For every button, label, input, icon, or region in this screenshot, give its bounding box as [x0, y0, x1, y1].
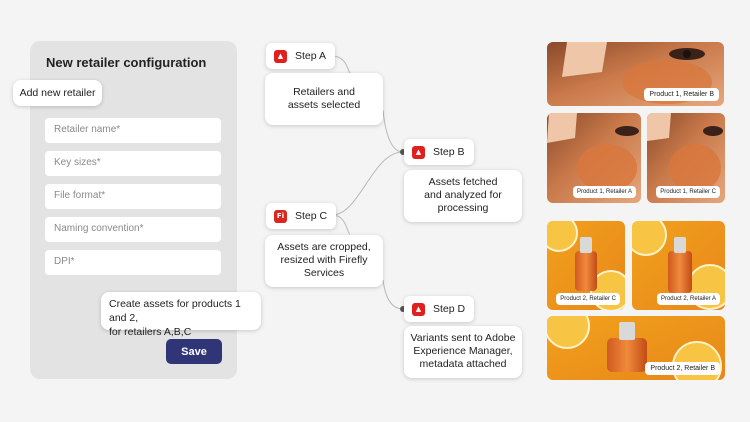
product-thumbnail[interactable]: Product 1, Retailer C: [647, 113, 725, 203]
step-c-node[interactable]: Fi Step C: [266, 203, 337, 229]
thumbnail-label: Product 1, Retailer C: [656, 186, 720, 198]
thumbnail-label: Product 2, Retailer B: [645, 362, 720, 375]
thumbnail-label: Product 1, Retailer B: [644, 88, 719, 101]
product-thumbnail[interactable]: Product 1, Retailer B: [547, 42, 724, 106]
key-sizes-field[interactable]: Key sizes*: [45, 151, 221, 176]
adobe-icon: ▲: [412, 302, 425, 316]
step-d-node[interactable]: ▲ Step D: [404, 296, 475, 322]
adobe-icon: ▲: [412, 145, 425, 159]
product-thumbnail[interactable]: Product 2, Retailer B: [547, 316, 725, 380]
file-format-field[interactable]: File format*: [45, 184, 221, 209]
connector-c-step-b: [331, 151, 404, 216]
add-retailer-chip[interactable]: Add new retailer: [13, 80, 102, 106]
firefly-icon: Fi: [274, 209, 287, 223]
step-a-card: Retailers and assets selected: [265, 73, 383, 125]
step-a-label: Step A: [295, 50, 326, 62]
thumbnail-label: Product 2, Retailer A: [656, 293, 720, 305]
product-thumbnail[interactable]: Product 2, Retailer C: [547, 221, 625, 310]
connector-card-a-step-b: [382, 109, 404, 153]
step-d-card: Variants sent to Adobe Experience Manage…: [404, 326, 522, 378]
adobe-icon: ▲: [274, 49, 287, 63]
step-a-node[interactable]: ▲ Step A: [266, 43, 335, 69]
thumbnail-label: Product 1, Retailer A: [572, 186, 636, 198]
naming-convention-field[interactable]: Naming convention*: [45, 217, 221, 242]
step-c-label: Step C: [295, 210, 328, 222]
thumbnail-label: Product 2, Retailer C: [556, 293, 620, 305]
product-thumbnail[interactable]: Product 2, Retailer A: [632, 221, 725, 310]
step-b-label: Step B: [433, 146, 465, 158]
step-d-port: [400, 306, 406, 312]
step-b-card: Assets fetched and analyzed for processi…: [404, 170, 522, 222]
connector-card-c-step-d: [382, 279, 404, 310]
product-thumbnail[interactable]: Product 1, Retailer A: [547, 113, 641, 203]
panel-title: New retailer configuration: [46, 55, 207, 70]
step-b-node[interactable]: ▲ Step B: [404, 139, 474, 165]
prompt-line-2: for retailers A,B,C: [109, 326, 192, 338]
step-c-card: Assets are cropped, resized with Firefly…: [265, 235, 383, 287]
prompt-line-1: Create assets for products 1 and 2,: [109, 298, 241, 324]
save-button[interactable]: Save: [166, 339, 222, 364]
step-d-label: Step D: [433, 303, 466, 315]
prompt-bubble: Create assets for products 1 and 2, for …: [101, 292, 261, 338]
add-retailer-label: Add new retailer: [19, 87, 96, 99]
dpi-field[interactable]: DPI*: [45, 250, 221, 275]
retailer-name-field[interactable]: Retailer name*: [45, 118, 221, 143]
step-b-port: [400, 149, 406, 155]
